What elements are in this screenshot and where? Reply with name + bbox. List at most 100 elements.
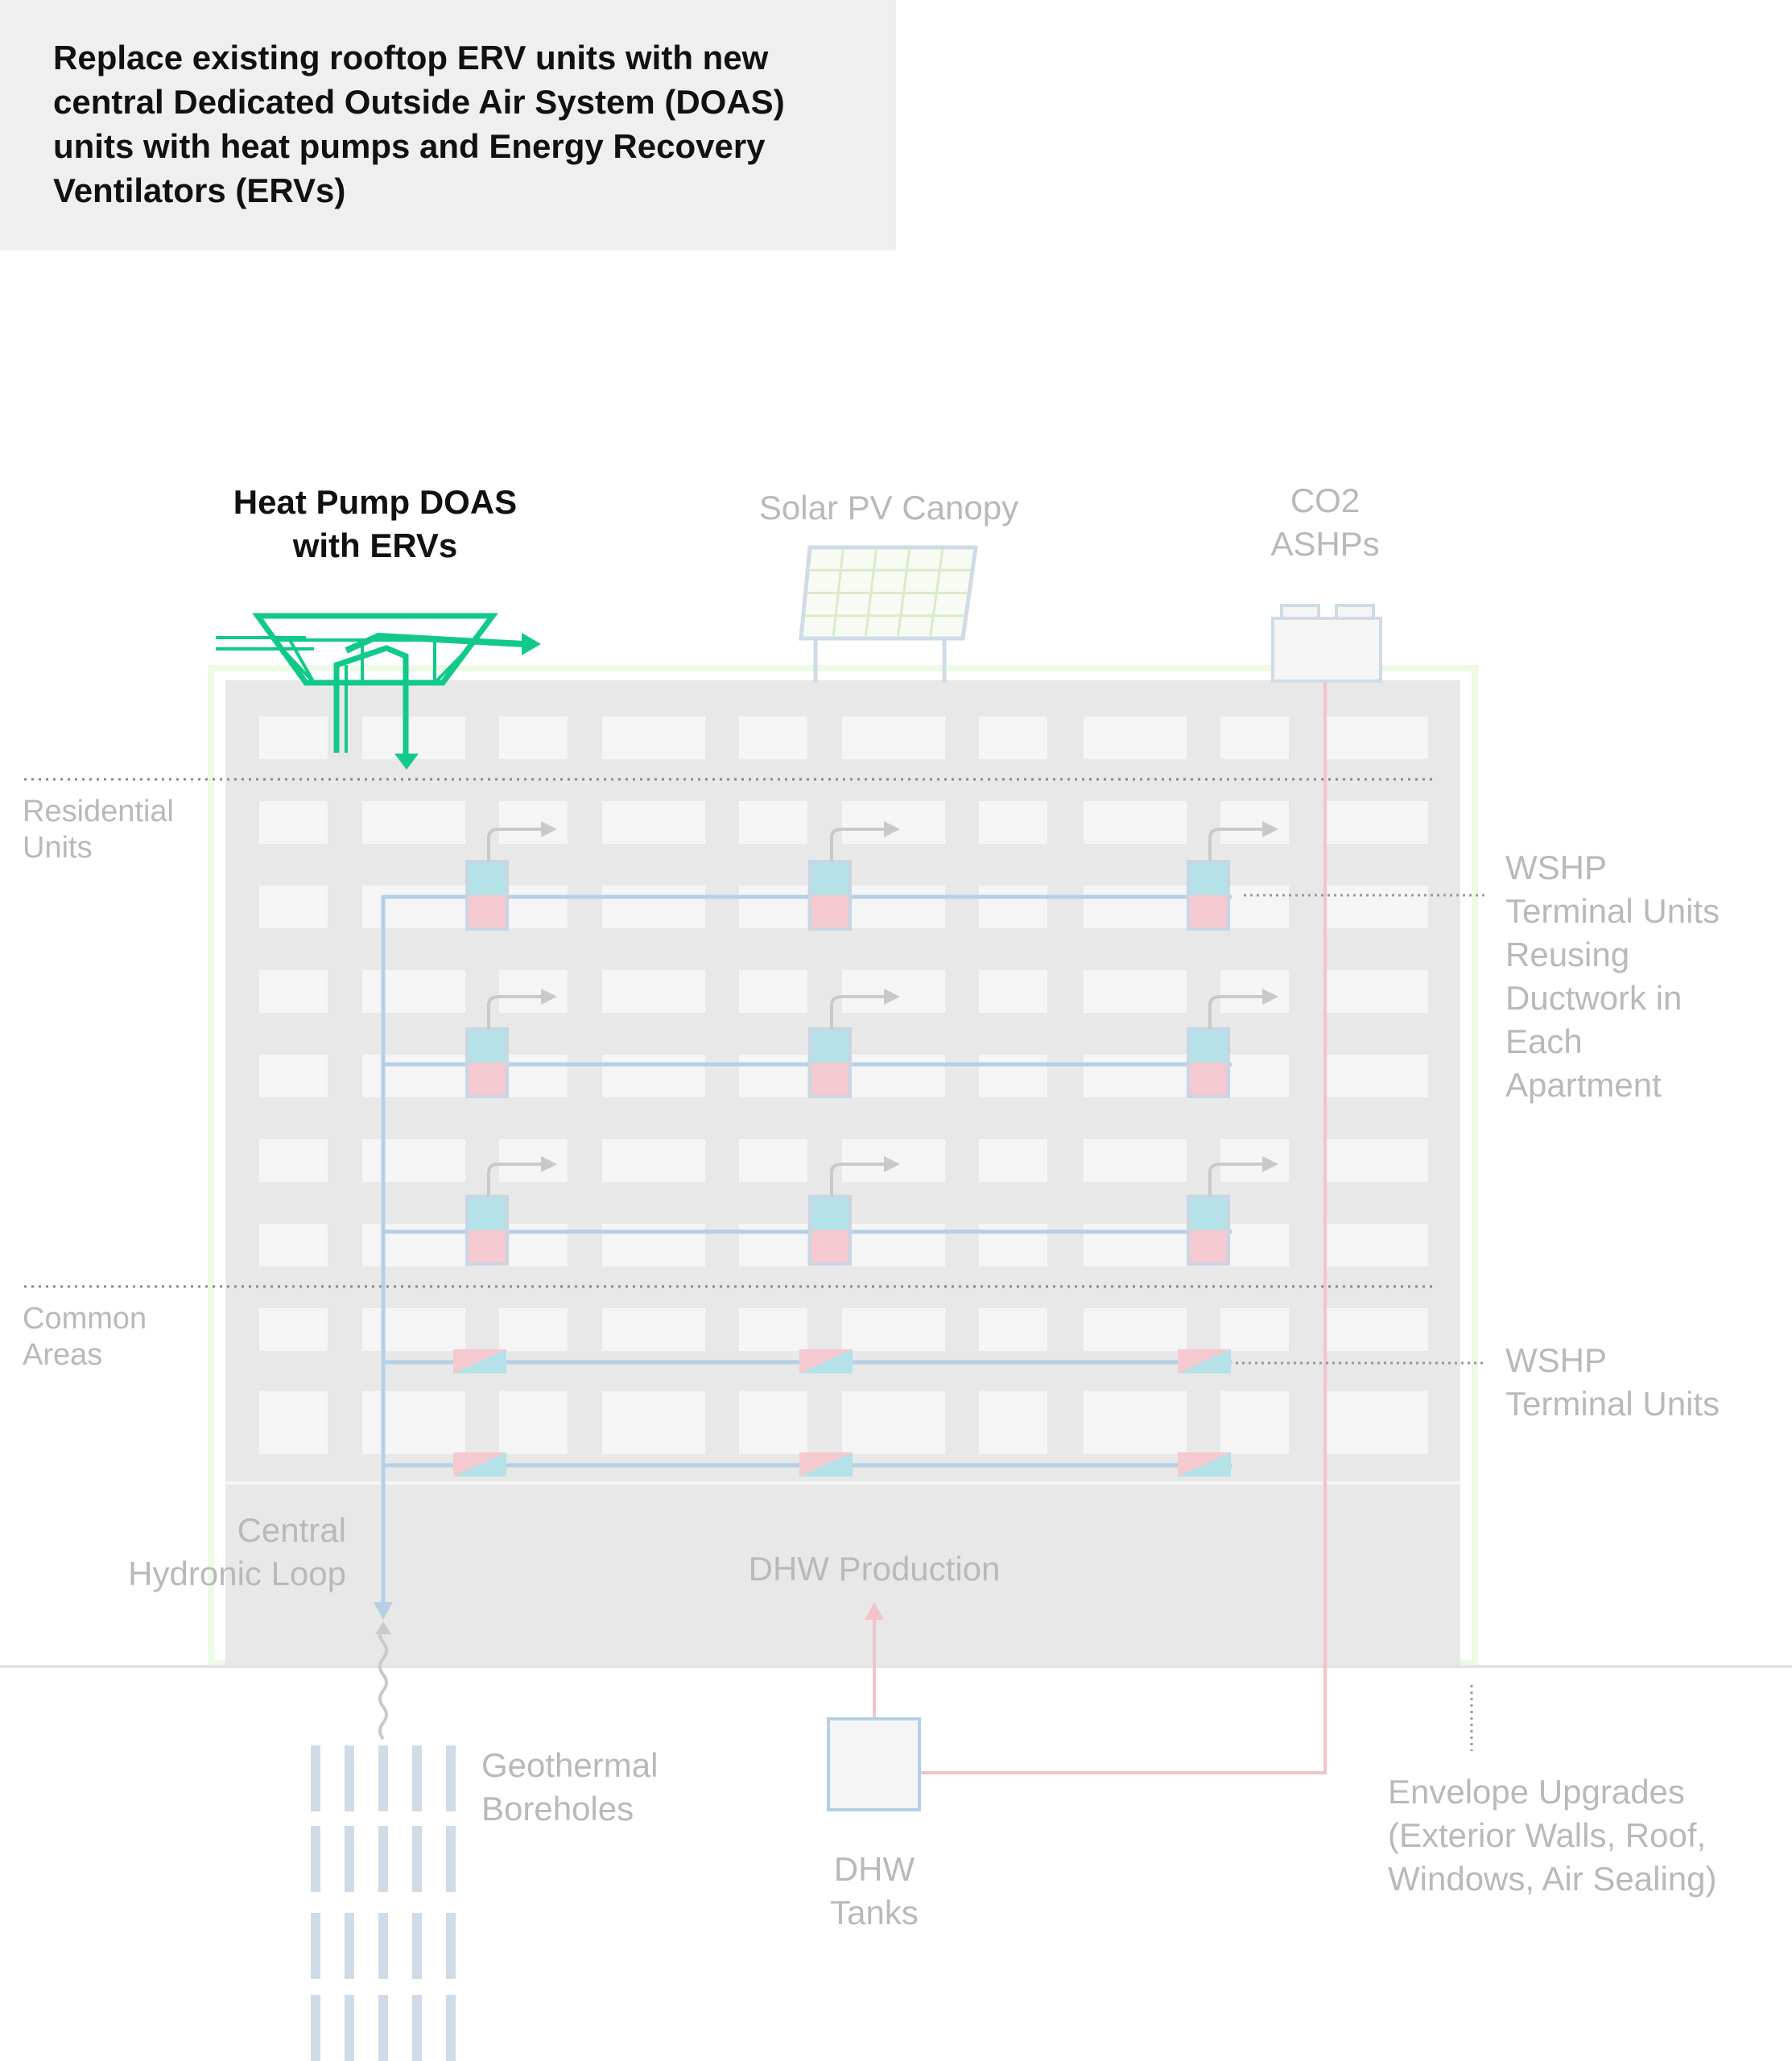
dhw-tank — [827, 1717, 921, 1811]
wshp-unit-heating — [1188, 1063, 1228, 1097]
supply-arrow — [541, 989, 557, 1005]
borehole-segment — [378, 1826, 388, 1892]
wshp-unit-heating — [467, 895, 507, 929]
caption-text: Replace existing rooftop ERV units with … — [53, 35, 866, 213]
window — [979, 970, 1047, 1013]
borehole-segment — [311, 1995, 320, 2061]
borehole-segment — [345, 1995, 354, 2061]
borehole-segment — [446, 1995, 456, 2061]
borehole-segment — [311, 1913, 320, 1979]
window — [1220, 886, 1289, 928]
wshp-unit-heating — [467, 1063, 507, 1097]
wshp-common-unit — [453, 1452, 506, 1477]
supply-duct — [487, 828, 543, 861]
solar-label: Solar PV Canopy — [759, 489, 1018, 527]
borehole-segment — [446, 1913, 456, 1979]
wshp-unit-cooling — [467, 1029, 507, 1063]
window — [1084, 1139, 1187, 1182]
wshp-common-unit — [453, 1349, 506, 1373]
window — [602, 886, 705, 928]
geothermal-boreholes — [311, 1745, 456, 2061]
window — [499, 886, 568, 928]
wshp-unit-heating — [810, 1063, 850, 1097]
supply-arrow — [1262, 821, 1278, 837]
window — [1325, 1391, 1428, 1454]
wshp-common-unit — [799, 1452, 853, 1477]
window — [1325, 1224, 1428, 1266]
wshp-units — [453, 821, 1278, 1477]
window — [979, 1139, 1047, 1182]
window — [499, 801, 568, 844]
borehole-segment — [412, 1913, 422, 1979]
supply-duct — [1208, 995, 1265, 1029]
window — [259, 1224, 328, 1266]
borehole-segment — [412, 1995, 422, 2061]
window — [979, 717, 1047, 759]
window — [842, 1308, 945, 1351]
wshp-unit-cooling — [1188, 1196, 1228, 1230]
supply-arrow — [541, 821, 557, 837]
window — [979, 1055, 1047, 1097]
window — [739, 1055, 807, 1097]
supply-duct — [1208, 828, 1265, 861]
supply-arrow — [884, 989, 900, 1005]
supply-arrow — [541, 1156, 557, 1172]
window — [1220, 1055, 1289, 1097]
window — [1325, 717, 1428, 759]
window — [1325, 801, 1428, 844]
window — [259, 1139, 328, 1182]
window — [259, 1391, 328, 1454]
borehole-segment — [345, 1826, 354, 1892]
window — [362, 1139, 465, 1182]
wshp-unit-cooling — [467, 1196, 507, 1230]
window — [602, 1308, 705, 1351]
window — [362, 1055, 465, 1097]
window — [1325, 970, 1428, 1013]
doas-supply-arrow — [522, 633, 541, 655]
window — [602, 970, 705, 1013]
window — [362, 717, 465, 759]
supply-arrow — [884, 821, 900, 837]
supply-duct — [830, 828, 886, 861]
window — [739, 801, 807, 844]
window — [362, 1391, 465, 1454]
window — [1084, 801, 1187, 844]
solar-pv-canopy — [799, 545, 978, 683]
borehole-segment — [311, 1826, 320, 1892]
supply-arrow — [884, 1156, 900, 1172]
window — [1220, 1391, 1289, 1454]
wshp-unit-heating — [810, 1230, 850, 1264]
hydronic-wavy-riser — [378, 1625, 388, 1741]
supply-duct — [1208, 1163, 1265, 1196]
window — [259, 717, 328, 759]
caption-line: Replace existing rooftop ERV units with … — [53, 39, 769, 76]
window — [739, 1308, 807, 1351]
supply-arrow — [1262, 1156, 1278, 1172]
wshp-common-unit — [799, 1349, 853, 1373]
window — [362, 801, 465, 844]
window — [842, 970, 945, 1013]
window — [1084, 1055, 1187, 1097]
window — [602, 1055, 705, 1097]
window — [1084, 1308, 1187, 1351]
dhw-arrow-head — [865, 1602, 884, 1620]
wshp-unit-cooling — [810, 1029, 850, 1063]
window — [602, 717, 705, 759]
borehole-segment — [412, 1826, 422, 1892]
window — [1220, 970, 1289, 1013]
supply-duct — [830, 1163, 886, 1196]
window — [1325, 1055, 1428, 1097]
window — [1220, 717, 1289, 759]
window — [1220, 801, 1289, 844]
window — [842, 1391, 945, 1454]
wshp-common-unit — [1178, 1349, 1231, 1373]
window — [1084, 970, 1187, 1013]
window — [259, 801, 328, 844]
wshp-unit-cooling — [810, 861, 850, 895]
